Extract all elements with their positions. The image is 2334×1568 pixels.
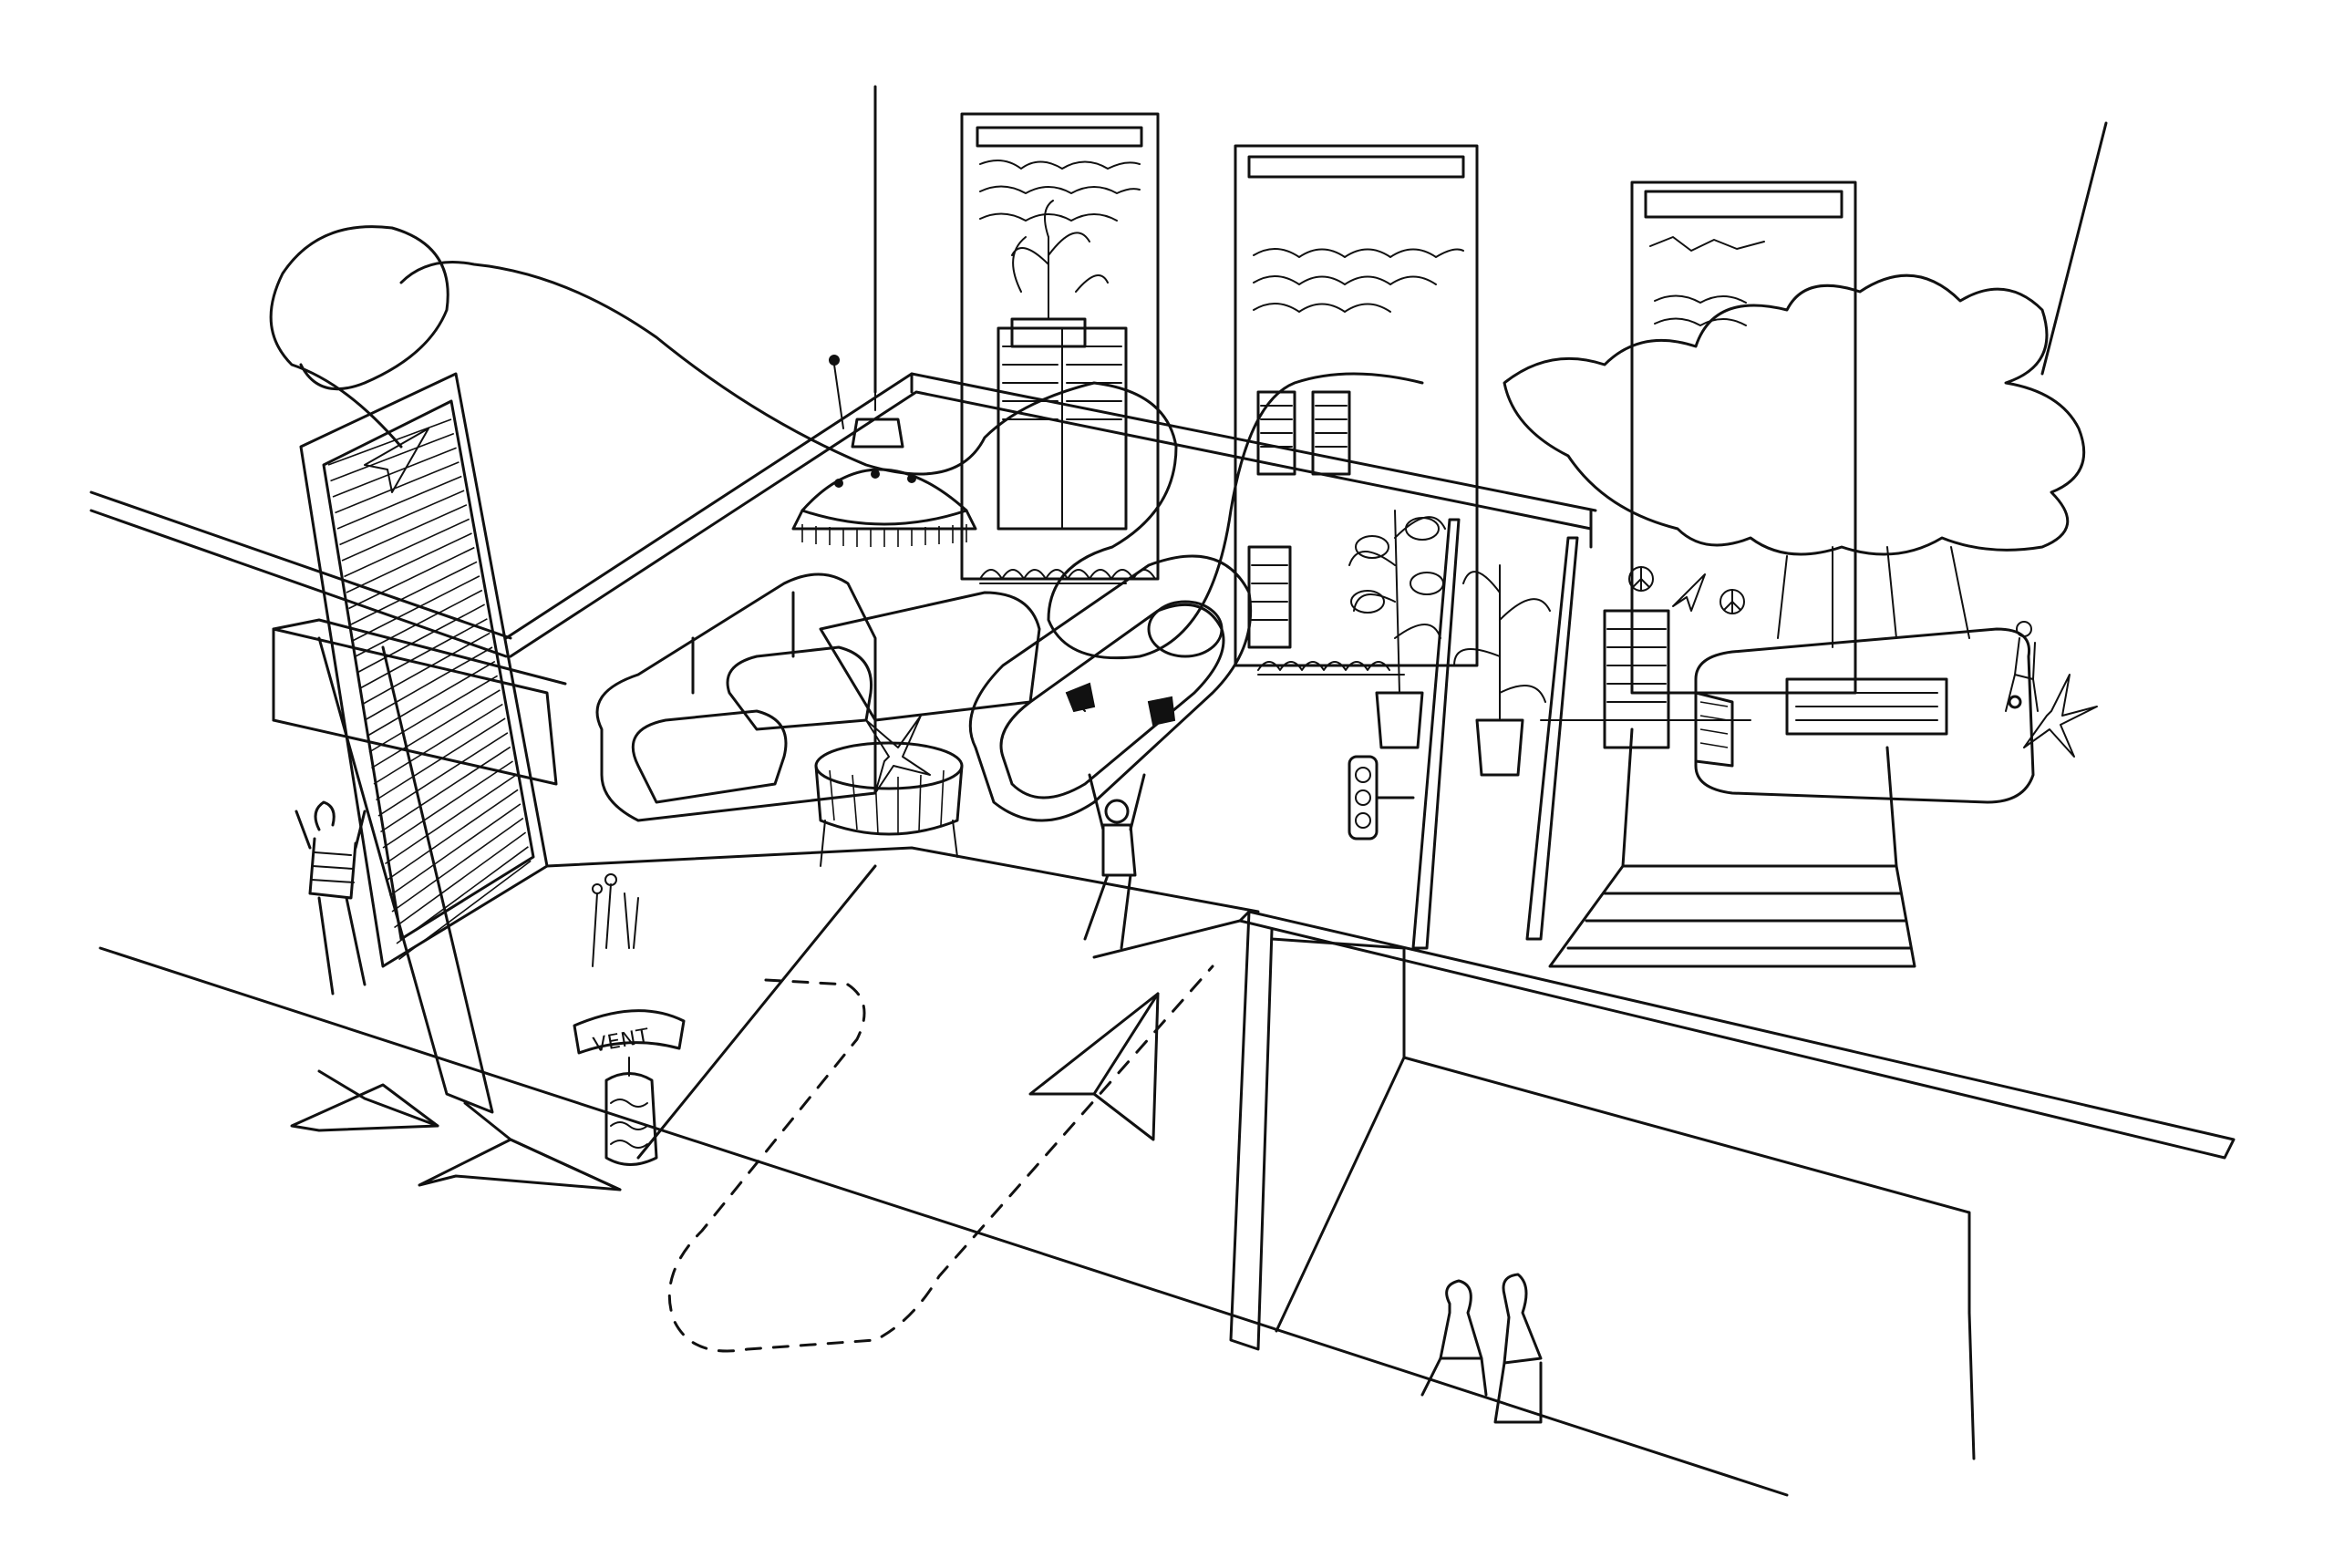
pinwheel-icon [865,715,931,794]
peace-sign-icon [1628,566,1654,592]
foreground-wall [1229,910,2236,1460]
hanging-ufo-lamp [791,355,977,547]
door-slat [371,689,501,769]
door-slat [339,490,465,546]
door-slat [344,518,470,578]
kite-string [269,225,1424,660]
door-slat [387,789,519,881]
door-slat [355,589,483,657]
floor [98,846,1789,1497]
flag-icon [1147,696,1176,727]
window-center [1234,144,1479,671]
two-people-sitting [1420,1273,1543,1424]
door-slat [394,831,527,929]
sofa [595,573,1041,822]
potted-plants [1348,510,1551,777]
tree-canopy [1503,273,2086,648]
dashed-path [667,965,1214,1353]
door-slat [350,561,478,625]
paper-plane-icon [364,428,429,493]
decorated-bus [1694,627,2098,804]
railing [89,372,1597,950]
door-slat [335,461,460,514]
vent-label: VENT [592,1025,652,1057]
door-slat [367,660,496,738]
tiny-person-right [2005,621,2039,712]
door-slat [382,760,513,849]
window-right [1603,181,1857,749]
paper-plane-icon [1672,573,1706,612]
door-slat [396,846,529,944]
door-slat [362,632,491,706]
door-slat [359,618,488,689]
door-slat [353,575,480,642]
drum-with-pinwheel [814,715,964,867]
door-slat [330,432,455,482]
peace-sign-icon [1720,589,1745,614]
door-slat [346,532,472,593]
door-slat [398,860,532,961]
door-slat [380,746,511,833]
surfboard-raft [968,554,1253,822]
paper-plane-icon [290,1069,439,1132]
staircase [1548,727,1916,968]
door-slat [391,817,524,913]
door-slat [348,546,475,610]
paper-plane-icon [1028,992,1160,1141]
door-slat [357,603,485,674]
traffic-light-icon [1348,755,1415,841]
flag-icon [1065,682,1096,713]
door-slat [377,732,509,817]
door-slat [341,504,468,562]
person-climbing [294,800,367,995]
pinwheel-icon [2023,674,2098,758]
door-slat [332,447,457,498]
paper-plane-icon [418,1101,622,1191]
door-slat [373,703,503,785]
vent-sign: VENT [573,1009,686,1166]
door-slat [368,675,499,753]
door-slat [385,774,516,865]
left-beam [272,618,567,1114]
door-slat [336,475,462,530]
window-left [960,112,1160,581]
door-slat [389,803,522,897]
background-buildings [873,85,2108,749]
tiny-people-group [592,873,639,967]
door-slat [327,418,452,466]
